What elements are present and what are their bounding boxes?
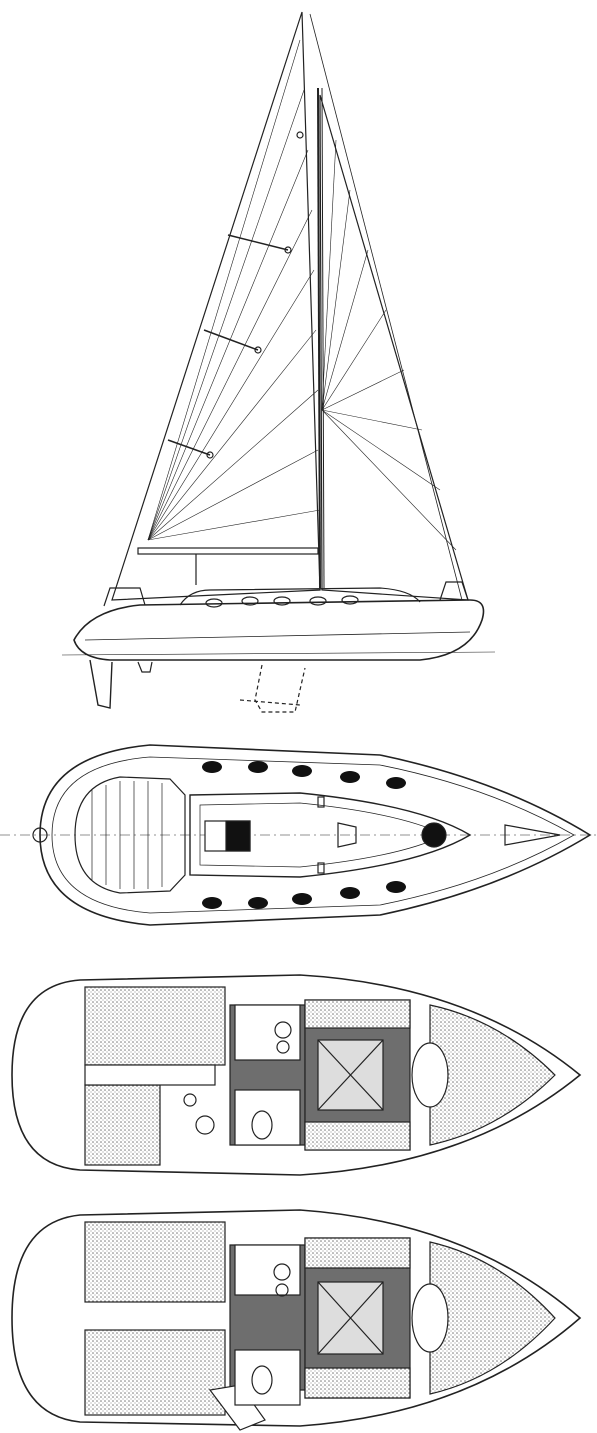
- aft-berth-stbd: [84, 1329, 226, 1416]
- deck-plan-view: [0, 735, 597, 945]
- boom: [137, 547, 319, 555]
- interior-layout-a: [0, 965, 597, 1185]
- head: [234, 1349, 301, 1406]
- genoa-sail: [111, 11, 321, 601]
- keel: [89, 659, 113, 709]
- cockpit: [74, 776, 186, 894]
- cabin-top: [189, 792, 472, 878]
- settee-stbd: [304, 1121, 411, 1151]
- forward-hatch: [421, 822, 447, 848]
- aft-berth-port: [84, 1221, 226, 1303]
- v-berth: [429, 1241, 556, 1395]
- hull-outline: [11, 974, 582, 1176]
- interior-layout-icon: [11, 1209, 582, 1431]
- aft-berth-port: [84, 986, 226, 1066]
- main-sail: [319, 94, 469, 601]
- companionway-hatch: [225, 820, 251, 852]
- sail-plan-view: [61, 11, 496, 713]
- interior-layout-b: [0, 1200, 597, 1433]
- settee-stbd: [304, 1367, 411, 1399]
- v-berth: [429, 1004, 556, 1146]
- head: [234, 1089, 301, 1146]
- deck-plan-icon: [0, 744, 597, 926]
- settee-port: [304, 1237, 411, 1269]
- galley: [234, 1004, 301, 1061]
- sailboat-profile-icon: [61, 11, 496, 713]
- mast: [317, 87, 321, 589]
- hull: [73, 599, 485, 661]
- settee-port: [304, 999, 411, 1029]
- hull-outline: [11, 1209, 582, 1427]
- interior-layout-icon: [11, 974, 582, 1176]
- galley: [234, 1244, 301, 1296]
- aft-berth-stbd: [84, 1084, 161, 1166]
